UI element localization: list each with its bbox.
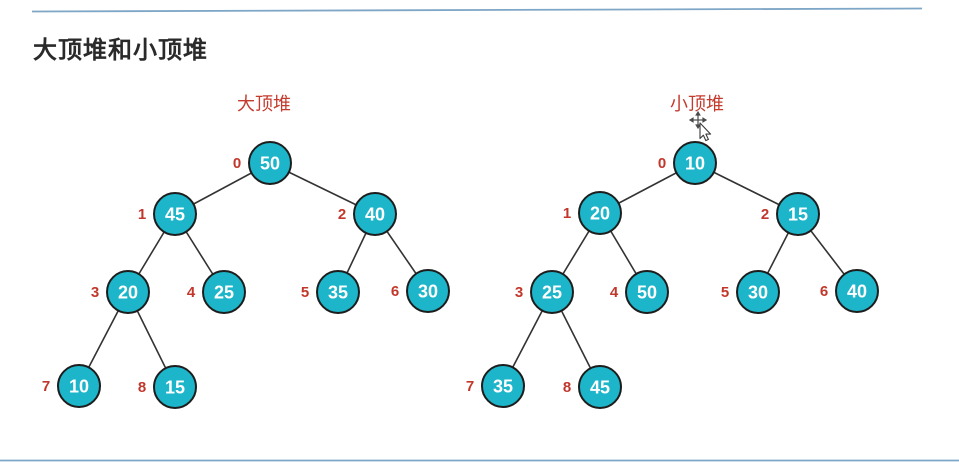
node-index: 6 [820, 283, 828, 300]
node-index: 4 [187, 284, 196, 301]
node-index: 7 [42, 378, 50, 395]
move-cursor [688, 110, 712, 142]
tree-node: 15 8 [138, 365, 197, 409]
node-value: 30 [418, 282, 438, 302]
tree-node: 40 2 [338, 192, 397, 236]
node-index: 3 [91, 284, 99, 301]
node-index: 8 [138, 379, 146, 396]
node-circle [578, 365, 622, 409]
node-value: 40 [847, 282, 867, 302]
node-circle [776, 192, 820, 236]
node-value: 50 [637, 283, 657, 303]
node-circle [736, 270, 780, 314]
node-index: 0 [233, 155, 241, 172]
tree-node: 30 6 [391, 269, 450, 313]
node-index: 6 [391, 283, 399, 300]
node-value: 20 [118, 283, 138, 303]
node-value: 15 [788, 205, 808, 225]
node-index: 8 [563, 379, 571, 396]
node-index: 1 [138, 206, 146, 223]
node-value: 10 [685, 154, 705, 174]
node-circle [406, 269, 450, 313]
node-circle [202, 270, 246, 314]
node-value: 25 [214, 283, 234, 303]
tree-node: 45 8 [563, 365, 622, 409]
node-circle [578, 191, 622, 235]
node-circle [353, 192, 397, 236]
node-index: 5 [721, 284, 729, 301]
node-value: 40 [365, 205, 385, 225]
page-title: 大顶堆和小顶堆 [33, 37, 208, 64]
node-index: 1 [563, 205, 571, 222]
node-circle [153, 192, 197, 236]
node-index: 2 [338, 206, 346, 223]
node-value: 20 [590, 204, 610, 224]
tree-node: 35 7 [466, 364, 525, 408]
tree-node: 25 3 [515, 270, 574, 314]
node-circle [625, 270, 669, 314]
min-heap-tree: 小顶堆 10 0 20 1 15 2 25 3 50 4 30 5 40 6 35 7 45 8 [466, 94, 879, 409]
node-value: 45 [590, 378, 610, 398]
node-circle [248, 141, 292, 185]
tree-node: 35 5 [301, 270, 360, 314]
node-circle [673, 141, 717, 185]
node-circle [106, 270, 150, 314]
node-index: 3 [515, 284, 523, 301]
tree-node: 20 3 [91, 270, 150, 314]
node-value: 25 [542, 283, 562, 303]
move-crosshair-icon [688, 110, 708, 130]
node-index: 4 [610, 284, 619, 301]
max-heap-tree: 大顶堆 50 0 45 1 40 2 20 3 25 4 35 5 30 6 10 7 15 8 [42, 94, 450, 409]
node-index: 0 [658, 155, 666, 172]
node-circle [316, 270, 360, 314]
node-circle [481, 364, 525, 408]
node-value: 15 [165, 378, 185, 398]
node-index: 2 [761, 206, 769, 223]
arrow-pointer-icon [699, 122, 712, 142]
node-value: 10 [69, 377, 89, 397]
top-rule [31, 7, 923, 13]
tree-node: 50 4 [610, 270, 669, 314]
heap-label: 小顶堆 [670, 94, 724, 114]
node-value: 35 [493, 377, 513, 397]
node-value: 50 [260, 154, 280, 174]
tree-node: 30 5 [721, 270, 780, 314]
tree-node: 50 0 [233, 141, 292, 185]
node-value: 30 [748, 283, 768, 303]
node-circle [835, 269, 879, 313]
node-circle [57, 364, 101, 408]
node-value: 45 [165, 205, 185, 225]
tree-node: 10 7 [42, 364, 101, 408]
node-circle [153, 365, 197, 409]
node-index: 5 [301, 284, 309, 301]
node-value: 35 [328, 283, 348, 303]
tree-node: 45 1 [138, 192, 197, 236]
tree-node: 20 1 [563, 191, 622, 235]
heap-label: 大顶堆 [237, 94, 291, 114]
tree-node: 40 6 [820, 269, 879, 313]
node-circle [530, 270, 574, 314]
tree-node: 15 2 [761, 192, 820, 236]
node-index: 7 [466, 378, 474, 395]
tree-node: 10 0 [658, 141, 717, 185]
tree-node: 25 4 [187, 270, 246, 314]
